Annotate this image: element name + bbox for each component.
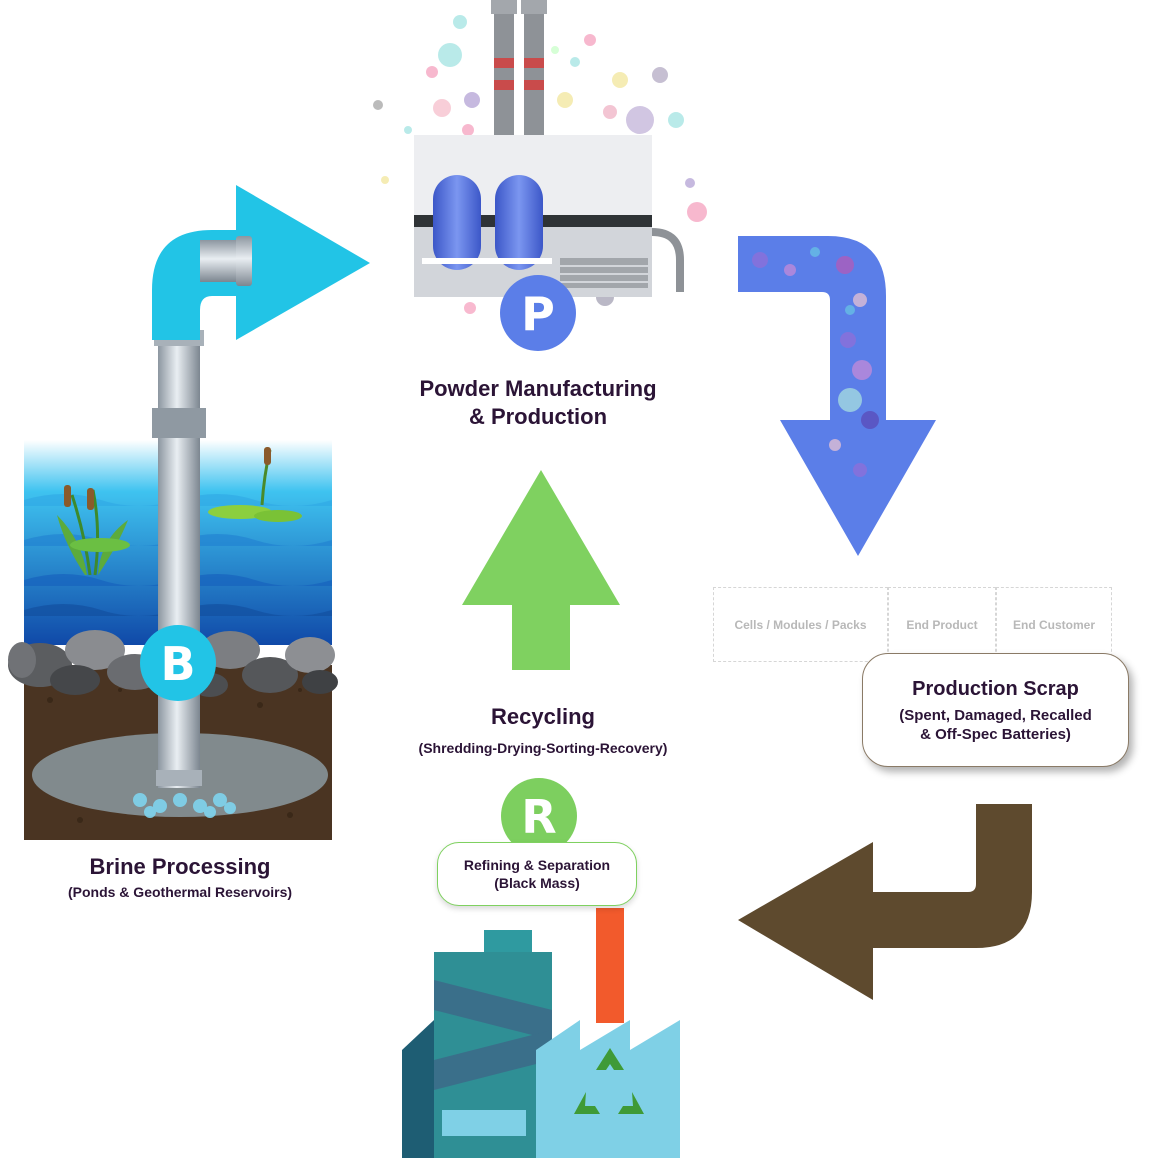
powder-factory: P	[373, 0, 707, 351]
scrap-title: Production Scrap	[912, 677, 1079, 700]
recycling-badge: R	[501, 778, 577, 854]
powder-label: Powder Manufacturing & Production	[388, 376, 688, 430]
recycling-title: Recycling	[491, 704, 595, 729]
refining-card: Refining & Separation (Black Mass)	[437, 842, 637, 906]
brine-label: Brine Processing (Ponds & Geothermal Res…	[30, 854, 330, 900]
refining-line1: Refining & Separation	[463, 857, 611, 873]
recycling-label: Recycling (Shredding-Drying-Sorting-Reco…	[383, 704, 703, 756]
svg-text:R: R	[521, 790, 556, 844]
recycling-factory: R	[402, 778, 680, 1158]
refining-line2: (Black Mass)	[494, 875, 580, 891]
scrap-line2: & Off-Spec Batteries)	[920, 725, 1071, 743]
green-flow-arrow	[462, 470, 620, 670]
recycle-icon	[574, 1048, 644, 1114]
cyan-flow-arrow	[152, 185, 370, 340]
production-scrap-card: Production Scrap (Spent, Damaged, Recall…	[862, 653, 1129, 767]
brine-badge: B	[140, 625, 216, 701]
svg-text:B: B	[160, 637, 195, 691]
stage-end-customer: End Customer	[996, 587, 1112, 662]
brine-subtitle: (Ponds & Geothermal Reservoirs)	[67, 884, 293, 900]
scrap-line1: (Spent, Damaged, Recalled	[899, 706, 1092, 724]
recycling-subtitle: (Shredding-Drying-Sorting-Recovery)	[418, 740, 668, 756]
brine-scene: B	[8, 185, 370, 840]
brine-title: Brine Processing	[89, 854, 271, 879]
powder-badge: P	[500, 275, 576, 351]
stage-cells: Cells / Modules / Packs	[713, 587, 888, 662]
svg-text:P: P	[521, 287, 555, 341]
lily-pad-icon	[208, 447, 302, 522]
powder-title-line2: & Production	[468, 404, 608, 429]
reed-plant-icon	[57, 485, 130, 576]
blue-flow-arrow	[738, 236, 936, 556]
stage-end-product: End Product	[888, 587, 996, 662]
brown-flow-arrow	[738, 804, 1032, 1000]
powder-title-line1: Powder Manufacturing	[419, 376, 657, 401]
